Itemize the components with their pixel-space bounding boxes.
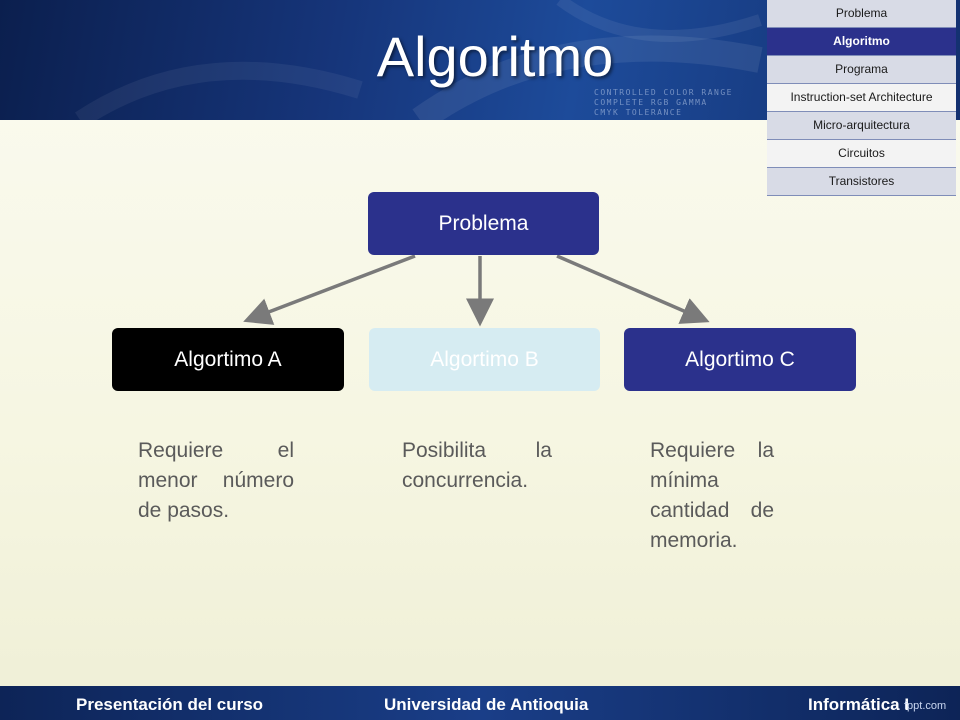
level-circuitos[interactable]: Circuitos bbox=[767, 140, 956, 168]
algoritmo-a-description: Requiere el menor número de pasos. bbox=[138, 439, 294, 522]
abstraction-levels-nav: Problema Algoritmo Programa Instruction-… bbox=[767, 0, 956, 196]
footer-brand: fppt.com bbox=[904, 700, 947, 712]
algoritmo-b-node: Algortimo B bbox=[369, 328, 600, 391]
problem-node: Problema bbox=[368, 192, 599, 255]
level-transistores[interactable]: Transistores bbox=[767, 168, 956, 196]
level-isa[interactable]: Instruction-set Architecture bbox=[767, 84, 956, 112]
level-problema[interactable]: Problema bbox=[767, 0, 956, 28]
algoritmo-c-description: Requiere la mínima cantidad de memoria. bbox=[650, 439, 774, 552]
header-decoration bbox=[75, 0, 763, 120]
arrow-to-algoritmo-c bbox=[556, 254, 710, 324]
algoritmo-b-description: Posibilita la concurrencia. bbox=[402, 439, 552, 492]
level-micro-arquitectura[interactable]: Micro-arquitectura bbox=[767, 112, 956, 140]
algoritmo-a-node: Algortimo A bbox=[112, 328, 344, 391]
footer-subject-label: Informática I bbox=[808, 695, 910, 714]
footer-course-label: Presentación del curso bbox=[76, 695, 264, 714]
slide-title: Algoritmo bbox=[376, 25, 614, 88]
algoritmo-c-node: Algortimo C bbox=[624, 328, 856, 391]
level-programa[interactable]: Programa bbox=[767, 56, 956, 84]
footer-bar: Presentación del curso Universidad de An… bbox=[0, 686, 960, 720]
footer-university-label: Universidad de Antioquia bbox=[384, 695, 589, 714]
header-pattern-text: CONTROLLED COLOR RANGE COMPLETE RGB GAMM… bbox=[594, 88, 733, 117]
level-algoritmo[interactable]: Algoritmo bbox=[767, 28, 956, 56]
arrow-to-algoritmo-a bbox=[243, 254, 416, 325]
